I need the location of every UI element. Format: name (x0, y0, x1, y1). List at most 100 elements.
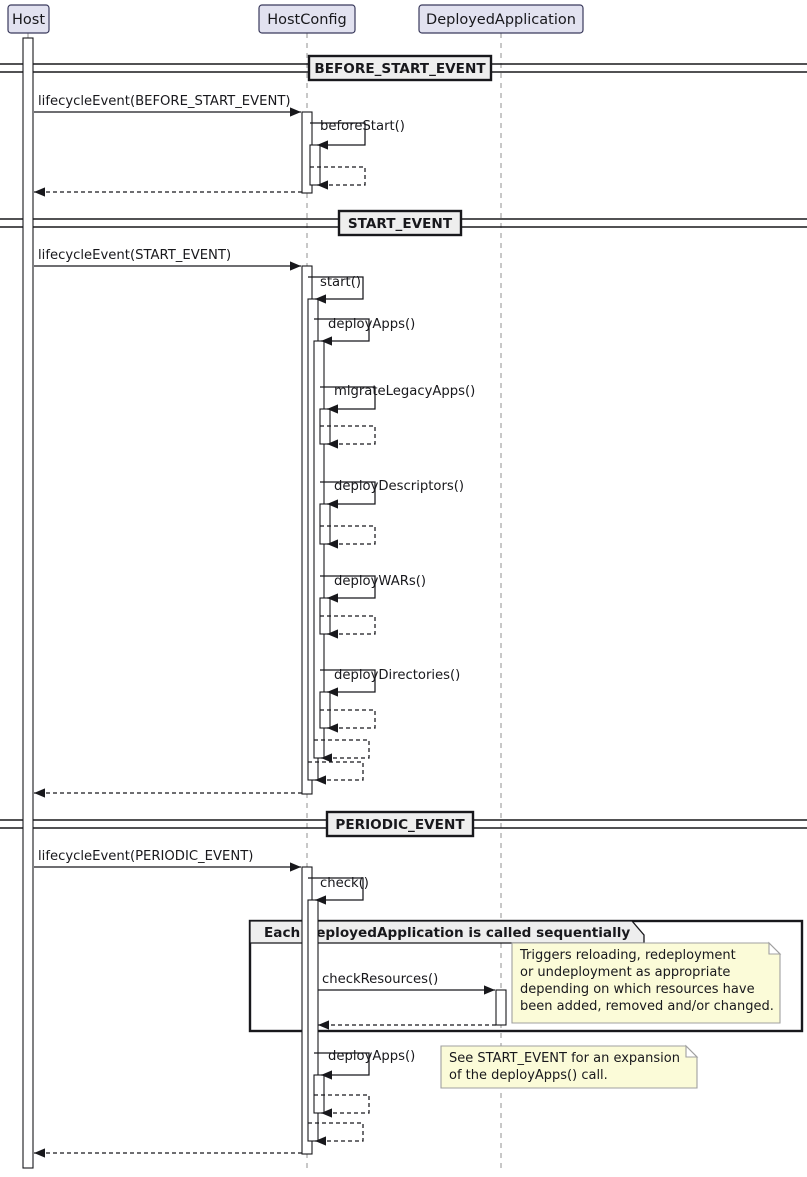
activation-bar-deploy (495, 989, 507, 1026)
note-deploy-apps: See START_EVENT for an expansion of the d… (440, 1044, 699, 1089)
arrowhead (327, 499, 338, 509)
participant-deploy[interactable]: DeployedApplication (418, 4, 584, 34)
participant-label: HostConfig (267, 12, 347, 28)
msg-start: start() (308, 275, 364, 304)
message-label: deployWARs() (334, 574, 426, 589)
self-return-path (320, 525, 376, 545)
arrowhead (327, 404, 338, 414)
note-body (440, 1045, 698, 1089)
msg-deploy-directories: deployDirectories() (320, 668, 460, 697)
message-label: checkResources() (322, 972, 438, 987)
note-text-line: Triggers reloading, redeployment (519, 948, 736, 963)
divider-periodic: PERIODIC_EVENT (0, 810, 807, 838)
msg-check-resources: checkResources() (318, 972, 495, 995)
note-fold-corner (768, 941, 782, 955)
arrowhead (321, 1108, 332, 1118)
self-return-path (314, 739, 370, 759)
dividers-layer: BEFORE_START_EVENT START_EVENT PERIODIC_EV… (0, 54, 807, 838)
msg-lifecycle-start: lifecycleEvent(START_EVENT) (34, 248, 301, 271)
msg-check-ret (308, 1122, 364, 1146)
participant-box[interactable] (418, 4, 584, 34)
msg-check: check() (308, 876, 369, 905)
arrowhead (317, 180, 328, 190)
divider-box (337, 209, 463, 237)
msg-lifecycle-before-start: lifecycleEvent(BEFORE_START_EVENT) (34, 94, 301, 117)
self-message-path (320, 575, 376, 599)
msg-deploy-apps-1: deployApps() (314, 317, 415, 346)
group-tab (249, 920, 645, 944)
group-each-deployed-application: Each DeployedApplication is called seque… (248, 919, 804, 1033)
self-message-path (314, 1052, 370, 1076)
participant-label: DeployedApplication (426, 12, 576, 28)
divider-label: PERIODIC_EVENT (335, 817, 465, 833)
message-label: deployApps() (328, 317, 415, 332)
activation-bar-config (309, 144, 321, 186)
arrowhead (290, 261, 301, 271)
msg-check-resources-reply (318, 1020, 496, 1030)
activation-bar-config (313, 340, 325, 759)
participant-box[interactable] (7, 4, 50, 34)
msg-deploy-apps-2: deployApps() (314, 1049, 415, 1080)
msg-migrate-return (320, 425, 376, 449)
self-return-path (308, 1122, 364, 1142)
message-label: lifecycleEvent(START_EVENT) (38, 248, 231, 263)
arrowhead (327, 593, 338, 603)
message-label: deployDirectories() (334, 668, 460, 683)
message-label: beforeStart() (320, 119, 405, 134)
msg-deploy-apps-2-ret (314, 1094, 370, 1118)
arrowhead (34, 788, 45, 798)
arrowhead (327, 687, 338, 697)
arrowhead (315, 775, 326, 785)
messages-layer: lifecycleEvent(BEFORE_START_EVENT)before… (34, 94, 496, 1158)
arrowhead (315, 895, 326, 905)
activation-bar-config (307, 899, 319, 1142)
participant-config[interactable]: HostConfig (258, 4, 356, 34)
arrowhead (315, 1136, 326, 1146)
arrowhead (34, 187, 45, 197)
message-label: start() (320, 275, 361, 290)
participant-box[interactable] (258, 4, 356, 34)
msg-deploy-wars-ret (320, 615, 376, 639)
self-message-path (310, 122, 366, 146)
activation-bar-config (313, 1074, 325, 1114)
msg-start-reply (34, 788, 302, 798)
message-label: check() (320, 876, 369, 891)
note-body (511, 942, 781, 1024)
message-label: lifecycleEvent(BEFORE_START_EVENT) (38, 94, 291, 109)
note-text-line: depending on which resources have (520, 982, 755, 997)
msg-periodic-reply (34, 1148, 302, 1158)
msg-before-start-return (310, 166, 366, 190)
self-message-path (308, 877, 364, 901)
divider-box (325, 810, 475, 838)
arrowhead (34, 1148, 45, 1158)
arrowhead (315, 294, 326, 304)
msg-deploy-wars: deployWARs() (320, 574, 426, 603)
divider-start: START_EVENT (0, 209, 807, 237)
activation-bar-config (319, 503, 331, 545)
self-return-path (310, 166, 366, 186)
msg-deploy-directories-ret (320, 709, 376, 733)
message-label: migrateLegacyApps() (334, 384, 475, 399)
msg-migrate-legacy-apps: migrateLegacyApps() (320, 384, 475, 414)
arrowhead (321, 1070, 332, 1080)
participant-host[interactable]: Host (7, 4, 50, 34)
note-text-line: or undeployment as appropriate (520, 965, 730, 980)
note-check-resources: Triggers reloading, redeployment or undep… (511, 941, 782, 1024)
divider-label: BEFORE_START_EVENT (314, 61, 486, 77)
arrowhead (290, 862, 301, 872)
self-return-path (308, 761, 364, 781)
msg-before-start-reply (34, 187, 302, 197)
note-text-line: See START_EVENT for an expansion (449, 1051, 680, 1066)
self-message-path (320, 481, 376, 505)
arrowhead (327, 439, 338, 449)
divider-box (307, 54, 493, 82)
message-label: deployApps() (328, 1049, 415, 1064)
arrowhead (317, 140, 328, 150)
note-text-line: of the deployApps() call. (449, 1068, 608, 1083)
arrowhead (327, 723, 338, 733)
arrowhead (321, 336, 332, 346)
arrowhead (327, 539, 338, 549)
message-label: lifecycleEvent(PERIODIC_EVENT) (38, 849, 253, 864)
